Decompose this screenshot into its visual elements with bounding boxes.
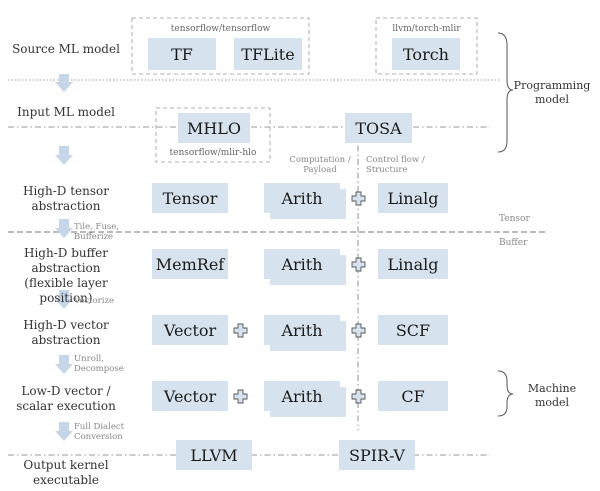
box-scf: SCF	[378, 315, 448, 345]
arrow-down-1	[55, 74, 73, 92]
arrow-down-2	[55, 146, 73, 165]
plus-icon	[233, 323, 248, 338]
box-vector1: Vector	[152, 315, 228, 345]
group-torch-mlir	[375, 17, 478, 75]
layer-label-source: Source ML model	[12, 42, 120, 56]
layer-label-vector: High-D vector abstraction	[23, 318, 109, 347]
region-label-tensor: Tensor	[499, 214, 530, 224]
arrow-down-4	[55, 290, 73, 309]
transition-tile-fuse-bufferize: Tile, Fuse, Bufferize	[74, 222, 120, 242]
brace-label-machine-model: Machine model	[527, 382, 577, 409]
plus-icon	[233, 389, 248, 404]
box-spirv: SPIR-V	[339, 440, 415, 470]
box-arith4: Arith	[264, 381, 340, 411]
brace-programming	[497, 32, 514, 153]
brace-label-programming-model: Programming model	[513, 79, 591, 106]
box-tensor: Tensor	[152, 183, 228, 213]
transition-vectorize: Vectorize	[74, 296, 114, 306]
plus-icon	[351, 257, 366, 272]
box-torch: Torch	[392, 38, 460, 70]
transition-unroll-decompose: Unroll, Decompose	[74, 354, 124, 374]
column-header-computation: Computation / Payload	[289, 155, 351, 175]
box-tf: TF	[148, 38, 216, 70]
box-tflite: TFLite	[234, 38, 302, 70]
layer-label-output: Output kernel executable	[23, 458, 109, 487]
region-label-buffer: Buffer	[499, 238, 528, 248]
layer-label-input: Input ML model	[17, 105, 115, 119]
box-linalg2: Linalg	[378, 249, 448, 279]
plus-icon	[351, 389, 366, 404]
layer-label-buffer: High-D buffer abstraction (flexible laye…	[24, 246, 108, 305]
layer-label-tensor: High-D tensor abstraction	[23, 184, 109, 213]
box-arith3: Arith	[264, 315, 340, 345]
box-memref: MemRef	[152, 249, 228, 279]
brace-machine	[497, 370, 514, 417]
box-llvm: LLVM	[176, 440, 252, 470]
source-torch-mlir: llvm/torch-mlir	[392, 24, 461, 34]
box-mhlo: MHLO	[178, 113, 250, 143]
group-mlir-hlo	[155, 107, 271, 163]
arrow-down-3	[55, 219, 73, 238]
group-tensorflow	[131, 17, 310, 75]
layer-label-lowd: Low-D vector / scalar execution	[16, 384, 116, 413]
arrow-down-6	[55, 422, 73, 441]
box-arith2: Arith	[264, 249, 340, 279]
box-vector2: Vector	[152, 381, 228, 411]
plus-icon	[351, 191, 366, 206]
plus-icon	[351, 323, 366, 338]
column-header-control: Control flow / Structure	[366, 155, 425, 175]
box-linalg1: Linalg	[378, 183, 448, 213]
box-arith1: Arith	[264, 183, 340, 213]
box-cf: CF	[378, 381, 448, 411]
box-tosa: TOSA	[345, 113, 412, 143]
source-mlir-hlo: tensorflow/mlir-hlo	[169, 148, 257, 158]
source-tensorflow: tensorflow/tensorflow	[170, 24, 271, 34]
transition-full-dialect-conversion: Full Dialect Conversion	[74, 422, 125, 442]
arrow-down-5	[55, 355, 73, 374]
